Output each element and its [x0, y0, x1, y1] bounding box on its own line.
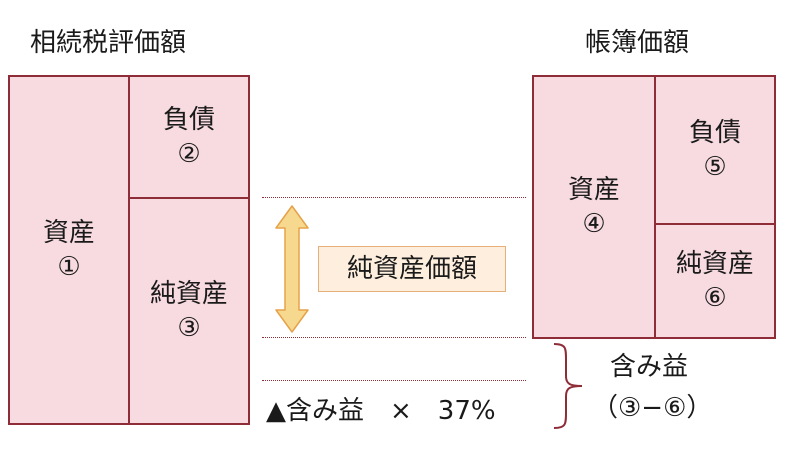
dotted-line-top [262, 197, 526, 198]
left-title: 相続税評価額 [30, 28, 187, 58]
unrealized-gain-formula: （③−⑥） [592, 393, 713, 423]
left-net-assets-cell: 純資産 ③ [130, 199, 248, 423]
deduction-text: ▲含み益 × 37% [266, 396, 496, 426]
right-brace-icon [553, 343, 583, 429]
right-title: 帳簿価額 [585, 28, 690, 58]
right-assets-label: 資産 [567, 175, 620, 205]
right-assets-num: ④ [582, 209, 606, 239]
left-net-assets-num: ③ [177, 313, 201, 343]
left-liabilities-num: ② [177, 139, 201, 169]
right-net-assets-label: 純資産 [675, 249, 754, 279]
right-liabilities-box: 負債 ⑤ [654, 75, 776, 225]
left-net-assets-box: 純資産 ③ [128, 197, 250, 425]
unrealized-gain-label: 含み益 [610, 352, 689, 382]
net-asset-value-label: 純資産価額 [318, 246, 506, 292]
right-assets-box: 資産 ④ [532, 75, 656, 339]
left-assets-num: ① [57, 252, 81, 282]
left-liabilities-label: 負債 [162, 105, 215, 135]
left-net-assets-label: 純資産 [149, 279, 228, 309]
right-liabilities-cell: 負債 ⑤ [656, 77, 774, 223]
dotted-line-bottom [262, 380, 526, 381]
right-liabilities-label: 負債 [688, 118, 741, 148]
left-assets-box: 資産 ① [8, 75, 130, 425]
left-liabilities-box: 負債 ② [128, 75, 250, 199]
double-arrow-icon [275, 205, 309, 333]
dotted-line-middle [262, 337, 526, 338]
right-net-assets-num: ⑥ [703, 283, 727, 313]
right-net-assets-box: 純資産 ⑥ [654, 223, 776, 339]
left-assets-label: 資産 [42, 218, 95, 248]
left-assets-cell: 資産 ① [10, 77, 128, 423]
right-liabilities-num: ⑤ [703, 152, 727, 182]
right-assets-cell: 資産 ④ [534, 77, 654, 337]
left-liabilities-cell: 負債 ② [130, 77, 248, 197]
right-net-assets-cell: 純資産 ⑥ [656, 225, 774, 337]
